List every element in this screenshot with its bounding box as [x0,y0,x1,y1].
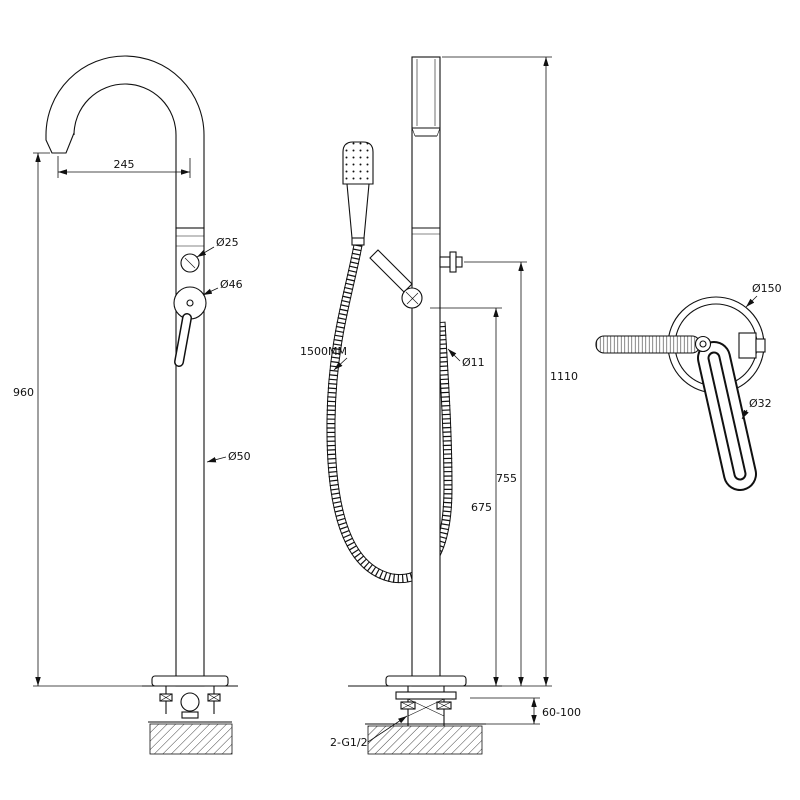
dim-label-outlet-height: 675 [471,501,492,514]
dim-label-handle-diameter: Ø46 [220,278,243,291]
hand-shower [342,141,374,246]
grip-hub [694,335,712,353]
dim-label-diverter-height: 755 [496,472,517,485]
front-view: 1500MM Ø11 1110 755 675 [300,56,581,755]
dim-handle-diameter: Ø46 [202,278,243,296]
dim-spout-reach: 245 [57,156,191,178]
dim-label-hose-length: 1500MM [300,345,347,358]
shower-hose [326,244,453,584]
gooseneck-spout [45,55,205,229]
diverter-knob [439,251,463,273]
side-base [142,675,238,755]
valve-fitting [738,332,766,359]
handset-cradle [369,249,423,309]
dim-spout-diameter: Ø25 [196,236,239,258]
front-column [411,56,441,687]
aerator-joint [411,127,441,137]
dim-label-trim-diameter: Ø150 [752,282,782,295]
dim-label-hose-diameter: Ø11 [462,356,485,369]
dim-height: 960 [13,152,142,687]
dim-label-spout-reach: 245 [114,158,135,171]
side-view: 245 Ø25 Ø46 960 Ø50 [13,55,251,755]
floor-hatch [367,725,483,755]
dim-label-column-diameter: Ø50 [228,450,251,463]
dim-label-total-height: 1110 [550,370,578,383]
dim-diverter-height: 755 [464,261,527,686]
front-base [348,675,502,755]
dim-label-lever-diameter: Ø32 [749,397,772,410]
handle-lever [174,313,192,367]
floor-hatch [149,723,233,755]
dim-label-inlet-connection: 2-G1/2 [330,736,368,749]
dim-label-spout-diameter: Ø25 [216,236,239,249]
ring-lever [697,341,757,491]
dim-label-height: 960 [13,386,34,399]
dim-hose-length: 1500MM [300,345,348,371]
detail-view: Ø150 Ø32 [595,282,782,491]
dim-trim-diameter: Ø150 [745,282,782,308]
dim-outlet-height: 675 [430,307,502,686]
hand-shower-handle [346,183,370,239]
dim-column-diameter: Ø50 [206,450,251,463]
dim-floor-adjust: 60-100 [470,697,581,725]
hand-shower-head [342,141,374,185]
dim-label-floor-adjust: 60-100 [542,706,581,719]
dim-total-height: 1110 [442,56,578,687]
knurled-grip [595,335,701,354]
dim-lever-diameter: Ø32 [741,397,772,420]
dim-hose-diameter: Ø11 [447,348,485,369]
dim-inlet-connection: 2-G1/2 [330,715,408,749]
